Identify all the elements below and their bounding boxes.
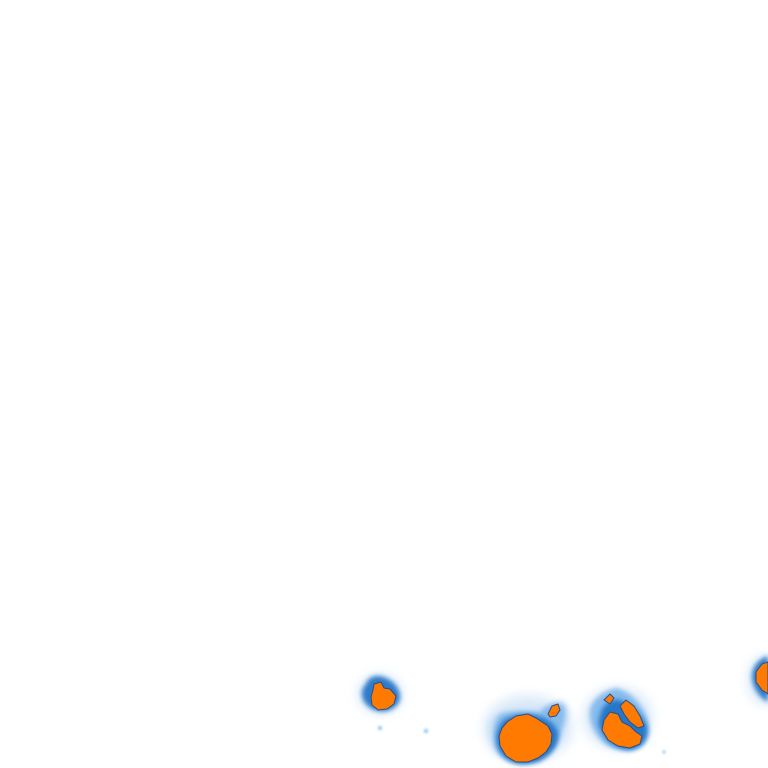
precip-core-fragment bbox=[547, 703, 561, 718]
precip-core-fragment bbox=[619, 699, 645, 729]
precip-core bbox=[755, 661, 768, 695]
precip-core bbox=[601, 711, 643, 749]
cell-east-pair bbox=[584, 688, 652, 751]
cell-central bbox=[484, 696, 572, 764]
precip-core bbox=[498, 713, 553, 763]
cell-edge bbox=[748, 656, 768, 704]
precip-core-fragment bbox=[603, 693, 615, 705]
precip-specks bbox=[378, 726, 666, 754]
cell-west bbox=[358, 675, 402, 713]
precip-core bbox=[370, 681, 397, 711]
